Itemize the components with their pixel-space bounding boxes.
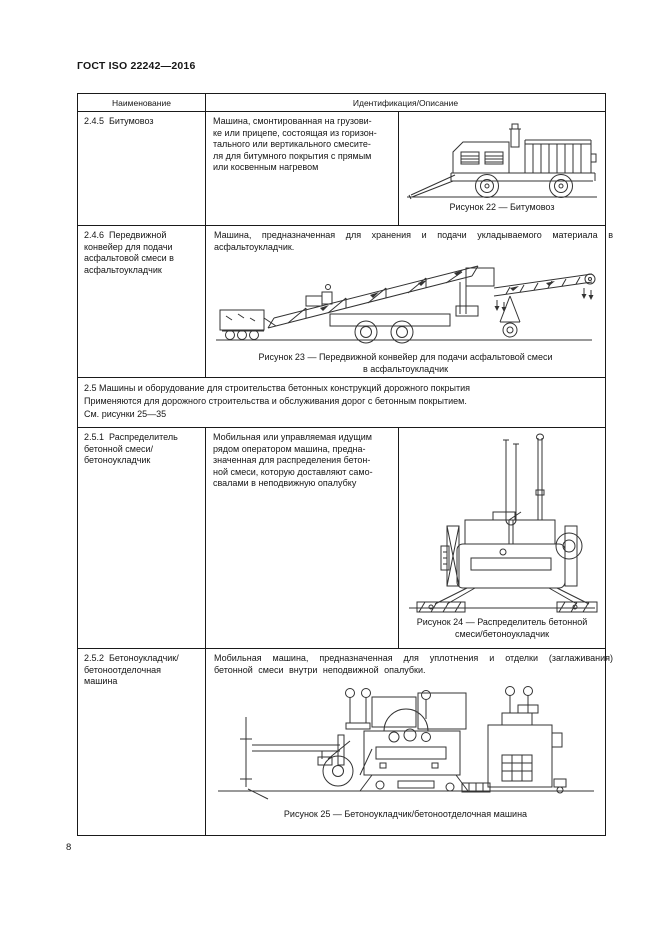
section-see-figures: См. рисунки 25—35 [84, 409, 167, 419]
figure-22-caption: Рисунок 22 — Битумовоз [449, 202, 555, 212]
clause-description: Машина, смонтированная на грузови- ке ил… [206, 112, 399, 225]
figure-23-caption: Рисунок 23 — Передвижной конвейер для по… [258, 352, 553, 374]
column-header-description: Идентификация/Описание [352, 97, 459, 108]
figure-25-caption: Рисунок 25 — Бетоноукладчик/бетоноотдело… [283, 809, 528, 819]
figure-24: Рисунок 24 — Распределитель бетонной сме… [399, 428, 605, 648]
clause-name: 2.5.2 Бетоноукладчик/ бетоноотделочная м… [78, 649, 206, 835]
clause-name: 2.4.5 Битумовоз [78, 112, 206, 225]
row-2-5-1: 2.5.1 Распределитель бетонной смеси/ бет… [78, 428, 605, 649]
figure-24-caption: Рисунок 24 — Распределитель бетонной сме… [416, 617, 588, 639]
clause-description: Мобильная или управляемая идущим рядом о… [206, 428, 399, 648]
clause-description-and-figure: Машина, предназначенная для хранения и п… [206, 226, 613, 377]
row-2-4-6: 2.4.6 Передвижной конвейер для подачи ас… [78, 226, 613, 378]
section-title: 2.5 Машины и оборудование для строительс… [84, 383, 471, 393]
figure-22: Рисунок 22 — Битумовоз [399, 112, 605, 225]
clause-description-and-figure: Мобильная машина, предназначенная для уп… [206, 649, 613, 835]
machines-table: Наименование Идентификация/Описание 2.4.… [77, 93, 613, 836]
clause-name: 2.5.1 Распределитель бетонной смеси/ бет… [78, 428, 206, 648]
row-2-5-2: 2.5.2 Бетоноукладчик/ бетоноотделочная м… [78, 649, 613, 835]
figure-22-drawing [407, 123, 597, 200]
clause-description: Машина, предназначенная для хранения и п… [214, 230, 613, 252]
figure-25-drawing [218, 686, 594, 800]
clause-description: Мобильная машина, предназначенная для уп… [214, 653, 613, 675]
clause-name: 2.4.6 Передвижной конвейер для подачи ас… [78, 226, 206, 377]
row-2-5-section: 2.5 Машины и оборудование для строительс… [78, 378, 605, 428]
section-note: Применяются для дорожного строительства … [84, 396, 467, 406]
figure-24-drawing [409, 433, 598, 613]
page-number: 8 [66, 842, 72, 853]
section-text: 2.5 Машины и оборудование для строительс… [78, 378, 605, 427]
standard-reference: ГОСТ ISO 22242—2016 [77, 60, 196, 72]
table-header-row: Наименование Идентификация/Описание [78, 94, 605, 112]
column-header-name: Наименование [78, 94, 206, 111]
figure-23-drawing [216, 265, 596, 344]
row-2-4-5: 2.4.5 Битумовоз Машина, смонтированная н… [78, 112, 605, 226]
